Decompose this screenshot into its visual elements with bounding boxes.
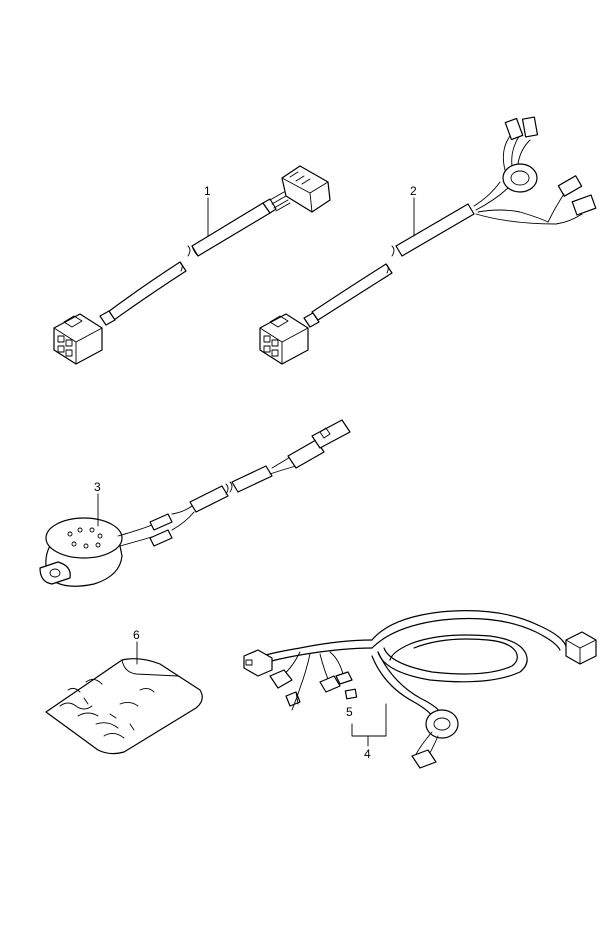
part-6-bag: 6: [45, 628, 203, 755]
part-2-harness: 2: [259, 116, 597, 365]
callout-1: 1: [204, 184, 211, 198]
callout-5: 5: [346, 705, 353, 719]
callout-4: 4: [364, 747, 371, 761]
part-1-harness: 1: [53, 165, 331, 365]
part-4-main-harness: 4 5: [243, 610, 597, 769]
callout-2: 2: [410, 184, 417, 198]
callout-6: 6: [133, 628, 140, 642]
part-3-buzzer: 3: [39, 419, 351, 587]
callout-3: 3: [94, 480, 101, 494]
